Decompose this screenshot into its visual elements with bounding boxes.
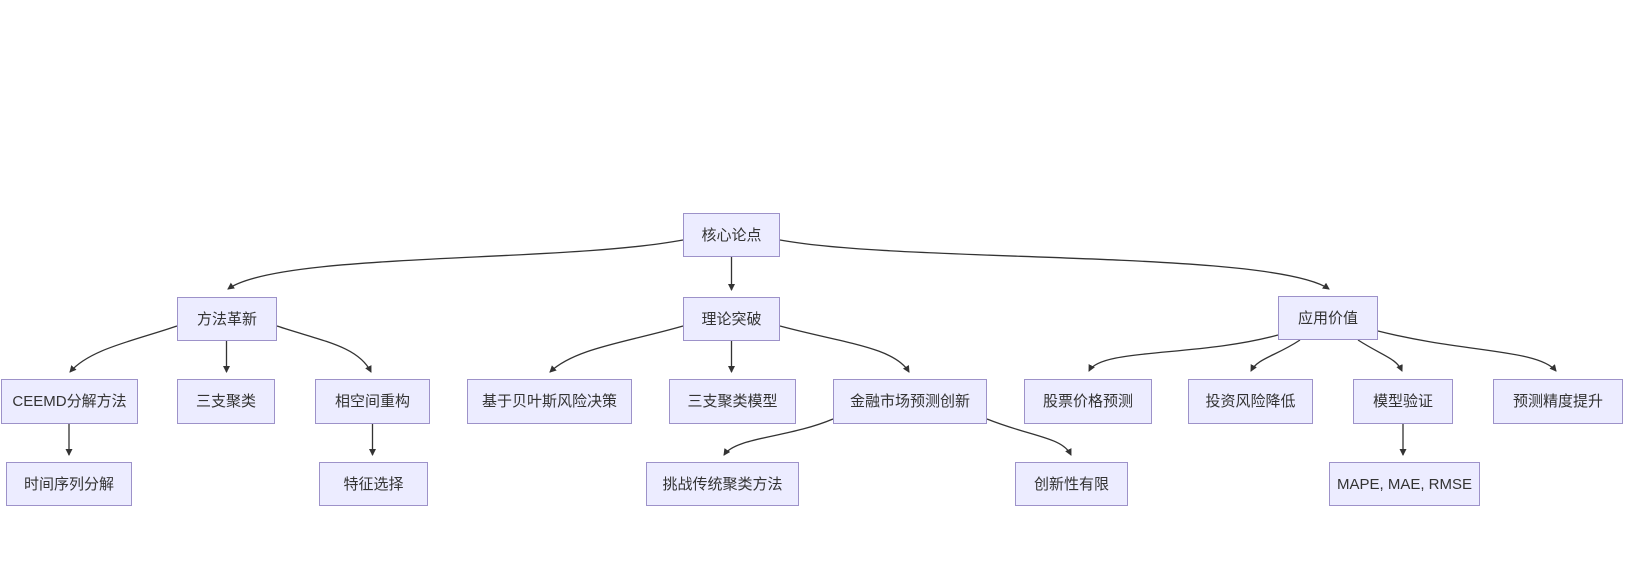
edge-application-to-validation [1357,339,1403,372]
node-ceemd: CEEMD分解方法 [1,379,138,424]
edge-method-to-ceemd [69,325,178,373]
node-label-application: 应用价值 [1297,309,1358,327]
node-label-limited: 创新性有限 [1033,475,1109,493]
edge-finance-to-challenge [723,418,834,456]
node-label-finance: 金融市场预测创新 [849,393,970,410]
edge-root-to-method [227,239,684,290]
node-label-stock: 股票价格预测 [1042,393,1133,410]
node-label-three-way-model: 三支聚类模型 [687,393,778,410]
node-stock: 股票价格预测 [1024,379,1152,424]
edge-theory-to-bayes [549,325,684,373]
node-label-challenge: 挑战传统聚类方法 [662,475,783,493]
node-label-phase-space: 相空间重构 [334,393,410,410]
node-ts-decomp: 时间序列分解 [6,462,132,506]
edge-application-to-stock [1088,334,1279,372]
node-label-bayes: 基于贝叶斯风险决策 [481,393,617,410]
node-label-root: 核心论点 [701,226,762,244]
node-label-risk: 投资风险降低 [1205,393,1296,410]
edge-theory-to-finance [779,325,910,373]
node-risk: 投资风险降低 [1188,379,1313,424]
node-phase-space: 相空间重构 [315,379,430,424]
node-label-feature: 特征选择 [343,475,404,493]
node-three-way-model: 三支聚类模型 [669,379,796,424]
node-three-way: 三支聚类 [177,379,275,424]
node-label-theory: 理论突破 [701,310,762,328]
node-application: 应用价值 [1278,296,1378,340]
edge-root-to-application [779,239,1330,290]
edges-group [65,239,1557,456]
node-method: 方法革新 [177,297,277,341]
node-accuracy: 预测精度提升 [1493,379,1623,424]
edge-application-to-accuracy [1377,330,1557,372]
edge-application-to-risk [1250,339,1301,372]
node-theory: 理论突破 [683,297,780,341]
node-bayes: 基于贝叶斯风险决策 [467,379,632,424]
edge-finance-to-limited [986,418,1072,456]
node-label-method: 方法革新 [196,310,257,328]
node-metrics: MAPE, MAE, RMSE [1329,462,1480,506]
node-validation: 模型验证 [1353,379,1453,424]
node-label-metrics: MAPE, MAE, RMSE [1336,475,1473,493]
node-label-ts-decomp: 时间序列分解 [23,475,114,493]
node-feature: 特征选择 [319,462,428,506]
node-label-accuracy: 预测精度提升 [1512,393,1603,410]
node-label-ceemd: CEEMD分解方法 [12,393,127,410]
node-label-validation: 模型验证 [1372,393,1433,410]
edge-method-to-phase-space [276,325,372,373]
node-limited: 创新性有限 [1015,462,1128,506]
node-root: 核心论点 [683,213,780,257]
node-challenge: 挑战传统聚类方法 [646,462,799,506]
node-label-three-way: 三支聚类 [195,393,256,410]
node-finance: 金融市场预测创新 [833,379,987,424]
